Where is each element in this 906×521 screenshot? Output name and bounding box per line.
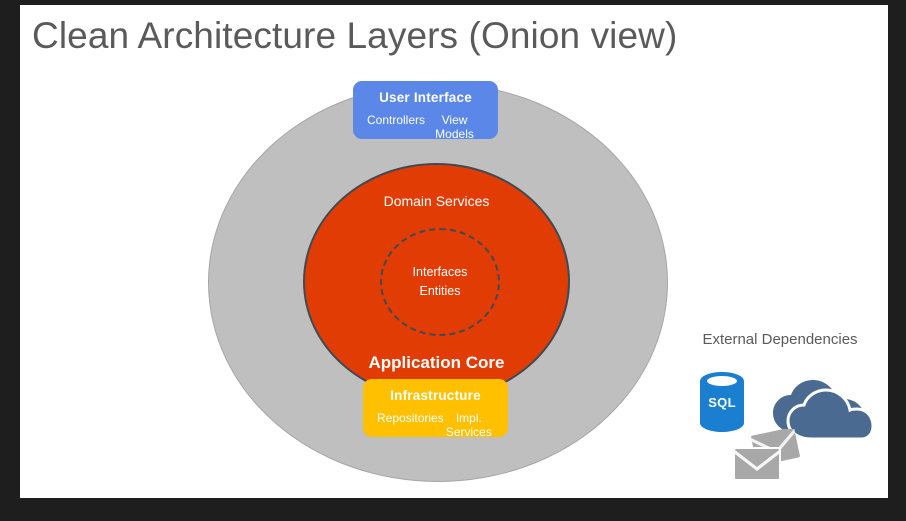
user-interface-card[interactable]: User Interface Controllers View Models — [353, 81, 498, 141]
application-core-label: Application Core — [368, 353, 505, 372]
cloud-icon — [768, 379, 875, 441]
infrastructure-title: Infrastructure — [390, 388, 481, 403]
entities-dashed-circle — [380, 228, 500, 336]
infrastructure-items: Repositories Impl. Services — [363, 411, 508, 439]
user-interface-items: Controllers View Models — [353, 113, 498, 141]
domain-services-label: Domain Services — [383, 193, 490, 209]
impl-services-label: Impl. Services — [445, 411, 492, 439]
sql-database-icon: SQL — [698, 371, 746, 433]
external-dependencies-title: External Dependencies — [702, 331, 858, 348]
slide-canvas: Clean Architecture Layers (Onion view) D… — [20, 5, 888, 498]
page-title: Clean Architecture Layers (Onion view) — [32, 15, 678, 56]
infrastructure-card[interactable]: Infrastructure Repositories Impl. Servic… — [363, 379, 508, 439]
email-icon — [730, 427, 804, 481]
controllers-label: Controllers — [367, 113, 426, 127]
external-dependencies-group: External Dependencies SQL — [680, 331, 880, 486]
entities-labels: Interfaces Entities — [380, 263, 500, 301]
view-models-label: View Models — [435, 113, 474, 141]
entities-label: Entities — [419, 284, 461, 298]
interfaces-label: Interfaces — [412, 265, 468, 279]
user-interface-title: User Interface — [379, 90, 472, 105]
onion-diagram: Domain Services Interfaces Entities Appl… — [20, 5, 888, 498]
repositories-label: Repositories — [377, 411, 444, 425]
